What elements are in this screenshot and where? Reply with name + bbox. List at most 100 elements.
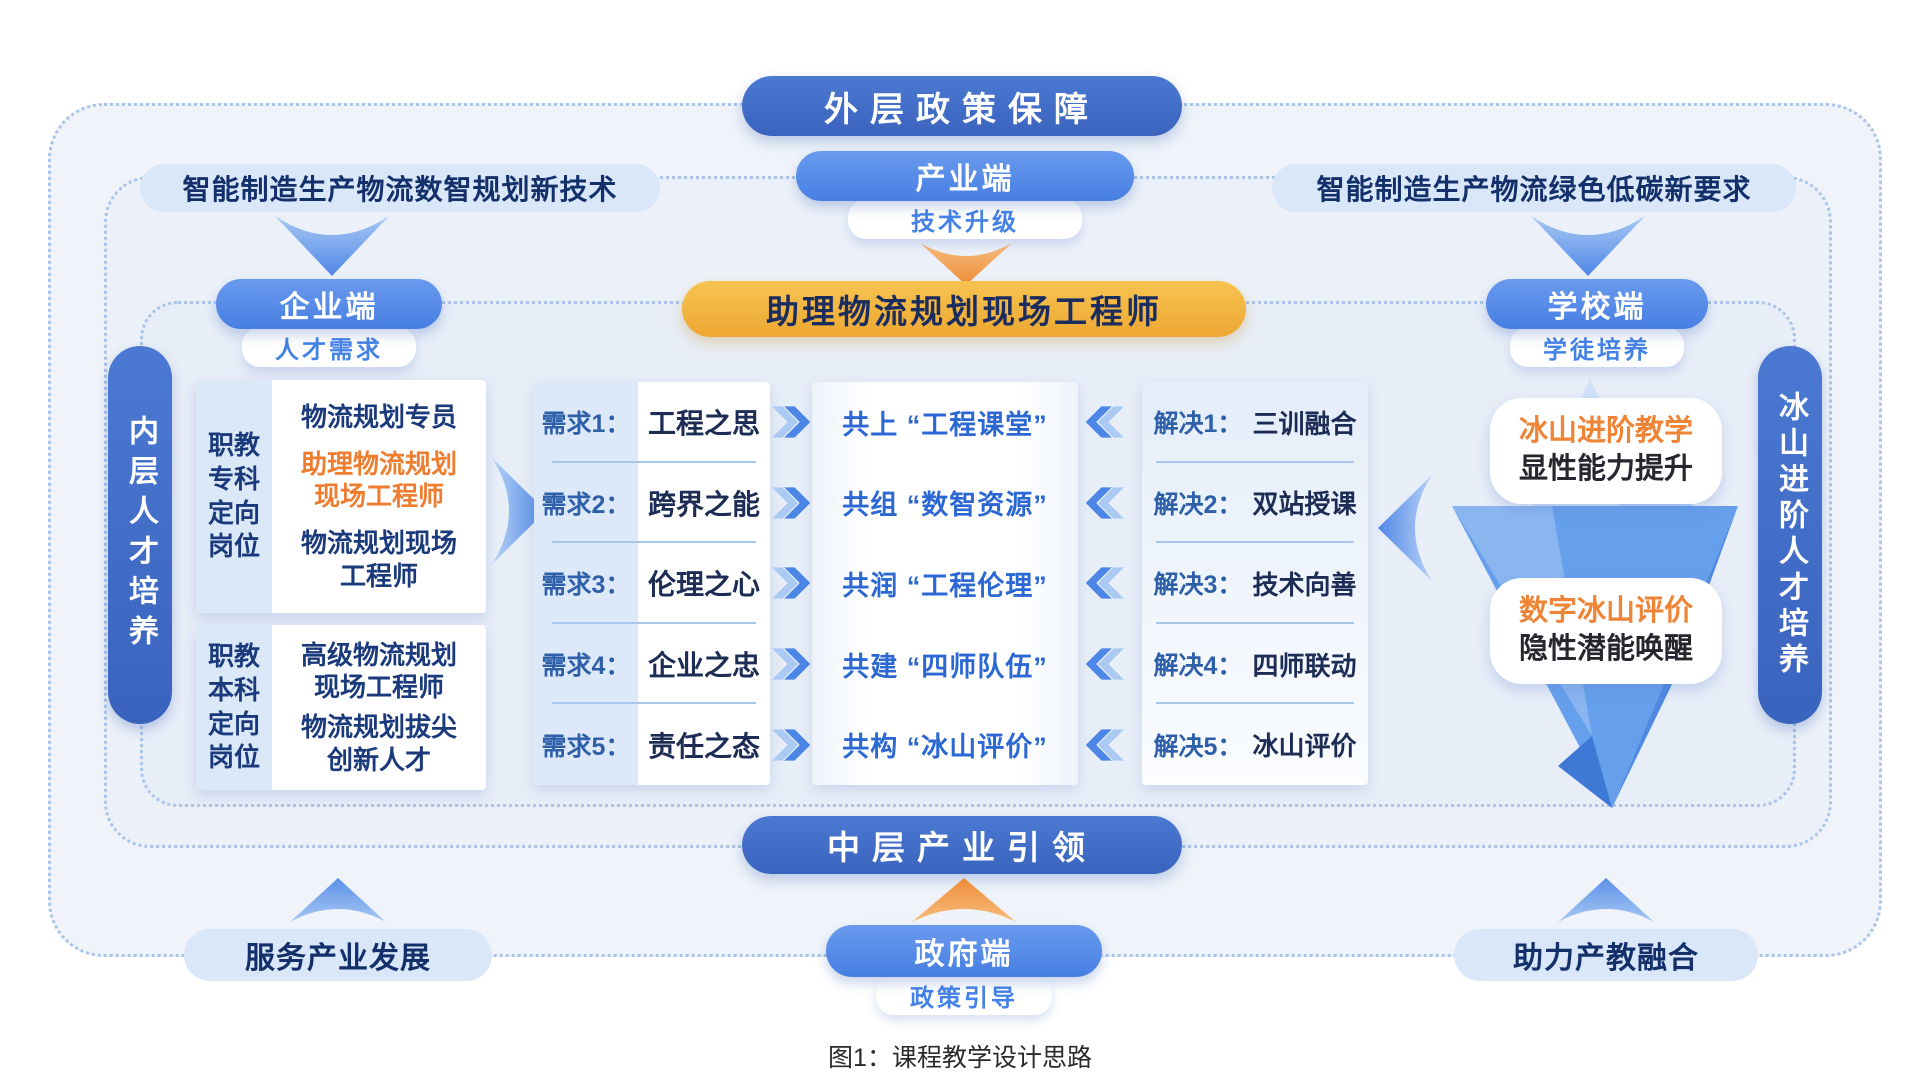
school-sub-label: 学徒培养	[1543, 336, 1651, 364]
outer-policy-banner-label: 外层政策保障	[824, 90, 1100, 129]
industry-node: 产业端	[796, 151, 1134, 201]
tag-serve-industry: 服务产业发展	[184, 929, 492, 981]
job-item: 物流规划拔尖 创新人才	[300, 712, 457, 775]
chevrons-right-icon	[772, 543, 812, 624]
solution-label: 解决3：	[1153, 571, 1243, 600]
chevrons-left-icon	[1084, 704, 1124, 785]
iceberg-bottom-bubble: 数字冰山评价 隐性潜能唤醒	[1490, 578, 1722, 684]
action-item: 共润 “工程伦理”	[842, 570, 1048, 601]
tag-industry-education-label: 助力产教融合	[1513, 942, 1699, 975]
chevrons-right-icon	[772, 624, 812, 705]
demand-row: 需求2： 跨界之能	[534, 463, 770, 544]
tag-new-requirement: 智能制造生产物流绿色低碳新要求	[1272, 164, 1796, 212]
tag-new-technology: 智能制造生产物流数智规划新技术	[140, 164, 660, 212]
solution-value: 四师联动	[1252, 650, 1357, 681]
solution-value: 三训融合	[1252, 408, 1357, 439]
solution-row: 解决3： 技术向善	[1142, 543, 1368, 624]
solution-value: 冰山评价	[1252, 731, 1357, 762]
actions-box: 共上 “工程课堂” 共组 “数智资源” 共润 “工程伦理” 共建 “四师队伍” …	[812, 382, 1078, 785]
demand-row: 需求3： 伦理之心	[534, 543, 770, 624]
job-group-college: 职教 专科 定向 岗位 物流规划专员 助理物流规划 现场工程师 物流规划现场 工…	[196, 380, 486, 613]
iceberg-top-bubble: 冰山进阶教学 显性能力提升	[1490, 398, 1722, 504]
iceberg-top-bubble-sub: 显性能力提升	[1518, 453, 1693, 485]
job-group-bachelor: 职教 本科 定向 岗位 高级物流规划 现场工程师 物流规划拔尖 创新人才	[196, 625, 486, 790]
action-item: 共建 “四师队伍”	[842, 651, 1048, 682]
tag-new-technology-label: 智能制造生产物流数智规划新技术	[182, 174, 618, 205]
government-node: 政府端	[826, 925, 1102, 977]
solution-label: 解决2：	[1153, 490, 1243, 519]
right-side-bar: 冰山进阶人才培养	[1758, 346, 1822, 724]
action-item: 共组 “数智资源”	[842, 490, 1048, 521]
solution-label: 解决1：	[1153, 410, 1243, 439]
demand-value: 企业之忠	[647, 650, 760, 682]
job-group-bachelor-items: 高级物流规划 现场工程师 物流规划拔尖 创新人才	[272, 625, 486, 790]
enterprise-sub: 人才需求	[242, 327, 416, 367]
school-sub: 学徒培养	[1510, 327, 1684, 367]
action-item: 共构 “冰山评价”	[842, 732, 1048, 763]
left-side-bar-label: 内层人才培养	[124, 415, 157, 655]
chevrons-left-icon	[1084, 463, 1124, 544]
enterprise-sub-label: 人才需求	[275, 336, 383, 364]
demand-row: 需求4： 企业之忠	[534, 624, 770, 705]
chevrons-right-icon	[772, 704, 812, 785]
arrow-up-icon	[288, 876, 388, 924]
solution-row: 解决4： 四师联动	[1142, 624, 1368, 705]
arrow-right-icon	[490, 455, 548, 567]
center-role-banner: 助理物流规划现场工程师	[682, 281, 1246, 337]
tag-industry-education: 助力产教融合	[1454, 929, 1758, 981]
arrow-up-icon	[1556, 876, 1656, 924]
solution-value: 技术向善	[1252, 569, 1357, 600]
chevrons-right-icon	[772, 382, 812, 463]
chevrons-left-icon	[1084, 624, 1124, 705]
job-item: 高级物流规划 现场工程师	[300, 639, 457, 703]
arrow-down-icon	[1528, 214, 1648, 278]
arrow-down-orange-icon	[918, 241, 1014, 287]
solutions-box: 解决1： 三训融合 解决2： 双站授课 解决3： 技术向善 解决4： 四师联动 …	[1142, 382, 1368, 785]
arrow-up-orange-icon	[910, 876, 1018, 924]
industry-sub-label: 技术升级	[911, 208, 1019, 236]
demand-value: 责任之态	[647, 730, 760, 762]
solution-row: 解决1： 三训融合	[1142, 382, 1368, 463]
job-item: 物流规划现场 工程师	[300, 528, 457, 591]
demand-value: 工程之思	[647, 408, 760, 440]
middle-industry-banner-label: 中层产业引领	[827, 829, 1097, 866]
demand-value: 跨界之能	[647, 488, 760, 520]
industry-sub: 技术升级	[848, 199, 1082, 239]
iceberg-bottom-bubble-title: 数字冰山评价	[1518, 595, 1693, 628]
government-node-label: 政府端	[914, 938, 1014, 971]
right-side-bar-label: 冰山进阶人才培养	[1774, 391, 1807, 679]
demand-value: 伦理之心	[647, 569, 760, 601]
government-sub-label: 政策引导	[910, 984, 1018, 1012]
enterprise-node: 企业端	[216, 279, 442, 329]
demand-label: 需求2：	[541, 490, 631, 519]
job-group-college-label: 职教 专科 定向 岗位	[196, 380, 272, 613]
solution-label: 解决4：	[1153, 652, 1243, 681]
arrow-left-icon	[1376, 472, 1434, 584]
job-item: 物流规划专员	[300, 401, 457, 432]
demand-label: 需求4：	[541, 652, 631, 681]
demand-row: 需求1： 工程之思	[534, 382, 770, 463]
middle-industry-banner: 中层产业引领	[742, 816, 1182, 874]
demands-box: 需求1： 工程之思 需求2： 跨界之能 需求3： 伦理之心 需求4： 企业之忠 …	[534, 382, 770, 785]
solution-row: 解决5： 冰山评价	[1142, 704, 1368, 785]
chevrons-right-column	[772, 382, 812, 785]
demands-label-strip	[534, 382, 638, 785]
outer-policy-banner: 外层政策保障	[742, 76, 1182, 136]
chevrons-right-icon	[772, 463, 812, 544]
solution-value: 双站授课	[1252, 489, 1357, 520]
industry-node-label: 产业端	[915, 163, 1015, 196]
job-item-highlight: 助理物流规划 现场工程师	[300, 448, 457, 512]
job-group-bachelor-label: 职教 本科 定向 岗位	[196, 625, 272, 790]
left-side-bar: 内层人才培养	[108, 346, 172, 724]
solution-row: 解决2： 双站授课	[1142, 463, 1368, 544]
tag-serve-industry-label: 服务产业发展	[245, 942, 431, 975]
school-node: 学校端	[1486, 279, 1708, 329]
job-group-college-items: 物流规划专员 助理物流规划 现场工程师 物流规划现场 工程师	[272, 380, 486, 613]
iceberg-bottom-bubble-sub: 隐性潜能唤醒	[1518, 633, 1693, 665]
government-sub: 政策引导	[876, 975, 1052, 1015]
chevrons-left-icon	[1084, 382, 1124, 463]
demand-label: 需求5：	[541, 732, 631, 761]
action-item: 共上 “工程课堂”	[842, 409, 1048, 440]
chevrons-left-icon	[1084, 543, 1124, 624]
